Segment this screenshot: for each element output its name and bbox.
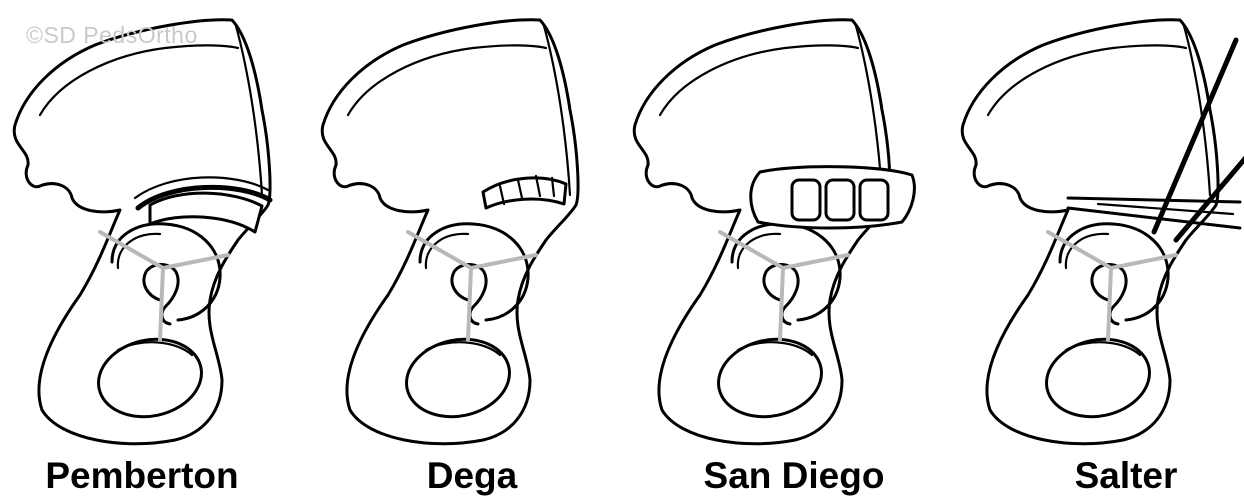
label-dega: Dega: [322, 456, 622, 496]
pemberton-pelvis: [14, 20, 270, 444]
salter-pelvis: [962, 20, 1244, 444]
dega-pelvis: [322, 20, 578, 444]
copyright-watermark: ©SD PedsOrtho: [26, 22, 198, 49]
san-diego-graft-1: [792, 180, 820, 220]
san-diego-graft-2: [826, 180, 854, 220]
san-diego-graft-3: [860, 180, 888, 220]
label-salter: Salter: [976, 456, 1244, 496]
label-pemberton: Pemberton: [0, 456, 292, 496]
label-san-diego: San Diego: [644, 456, 944, 496]
san-diego-pelvis: [634, 20, 914, 444]
